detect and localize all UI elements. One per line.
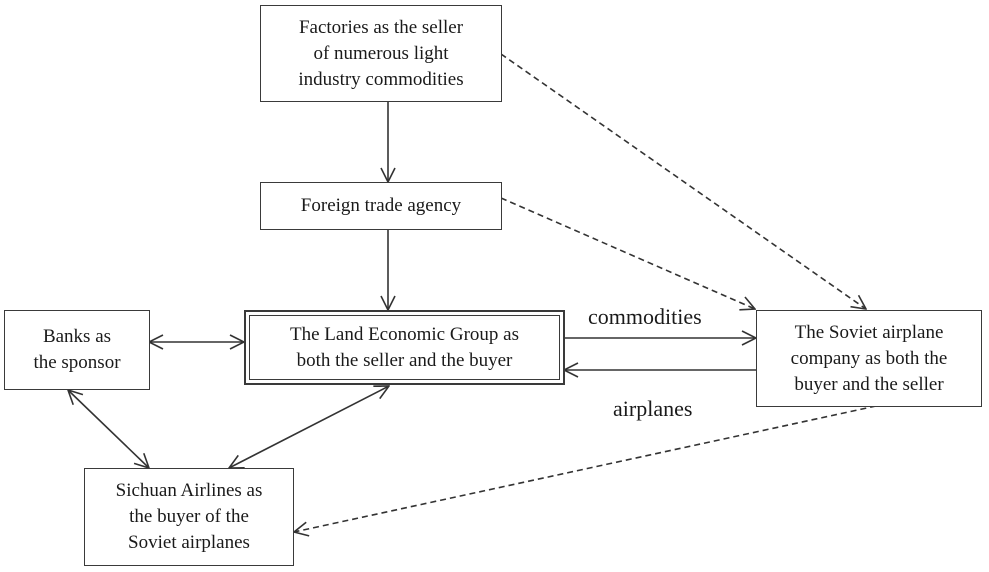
edge-factories-to-soviet	[500, 53, 866, 309]
node-land-economic-group-label: The Land Economic Group as both the sell…	[290, 323, 519, 371]
node-soviet-airplane-company: The Soviet airplane company as both the …	[756, 310, 982, 407]
edge-banks-sichuan	[68, 390, 149, 468]
node-foreign-trade-agency: Foreign trade agency	[260, 182, 502, 230]
edge-soviet-to-sichuan	[294, 405, 877, 532]
node-factories: Factories as the seller of numerous ligh…	[260, 5, 502, 102]
node-sichuan-airlines: Sichuan Airlines as the buyer of the Sov…	[84, 468, 294, 566]
node-banks-label: Banks as the sponsor	[33, 326, 121, 373]
edge-label-commodities: commodities	[588, 304, 702, 329]
edge-label-airplanes: airplanes	[613, 396, 693, 421]
node-banks: Banks as the sponsor	[4, 310, 150, 390]
node-foreign-trade-agency-label: Foreign trade agency	[300, 195, 462, 216]
node-land-economic-group: The Land Economic Group as both the sell…	[244, 310, 565, 385]
edge-foreign-trade-to-soviet	[500, 197, 755, 309]
node-factories-label: Factories as the seller of numerous ligh…	[298, 16, 464, 90]
node-land-economic-group-inner-border: The Land Economic Group as both the sell…	[249, 315, 560, 380]
node-soviet-airplane-company-label: The Soviet airplane company as both the …	[790, 321, 948, 395]
edge-land-group-sichuan	[229, 386, 389, 468]
node-sichuan-airlines-label: Sichuan Airlines as the buyer of the Sov…	[115, 480, 263, 553]
